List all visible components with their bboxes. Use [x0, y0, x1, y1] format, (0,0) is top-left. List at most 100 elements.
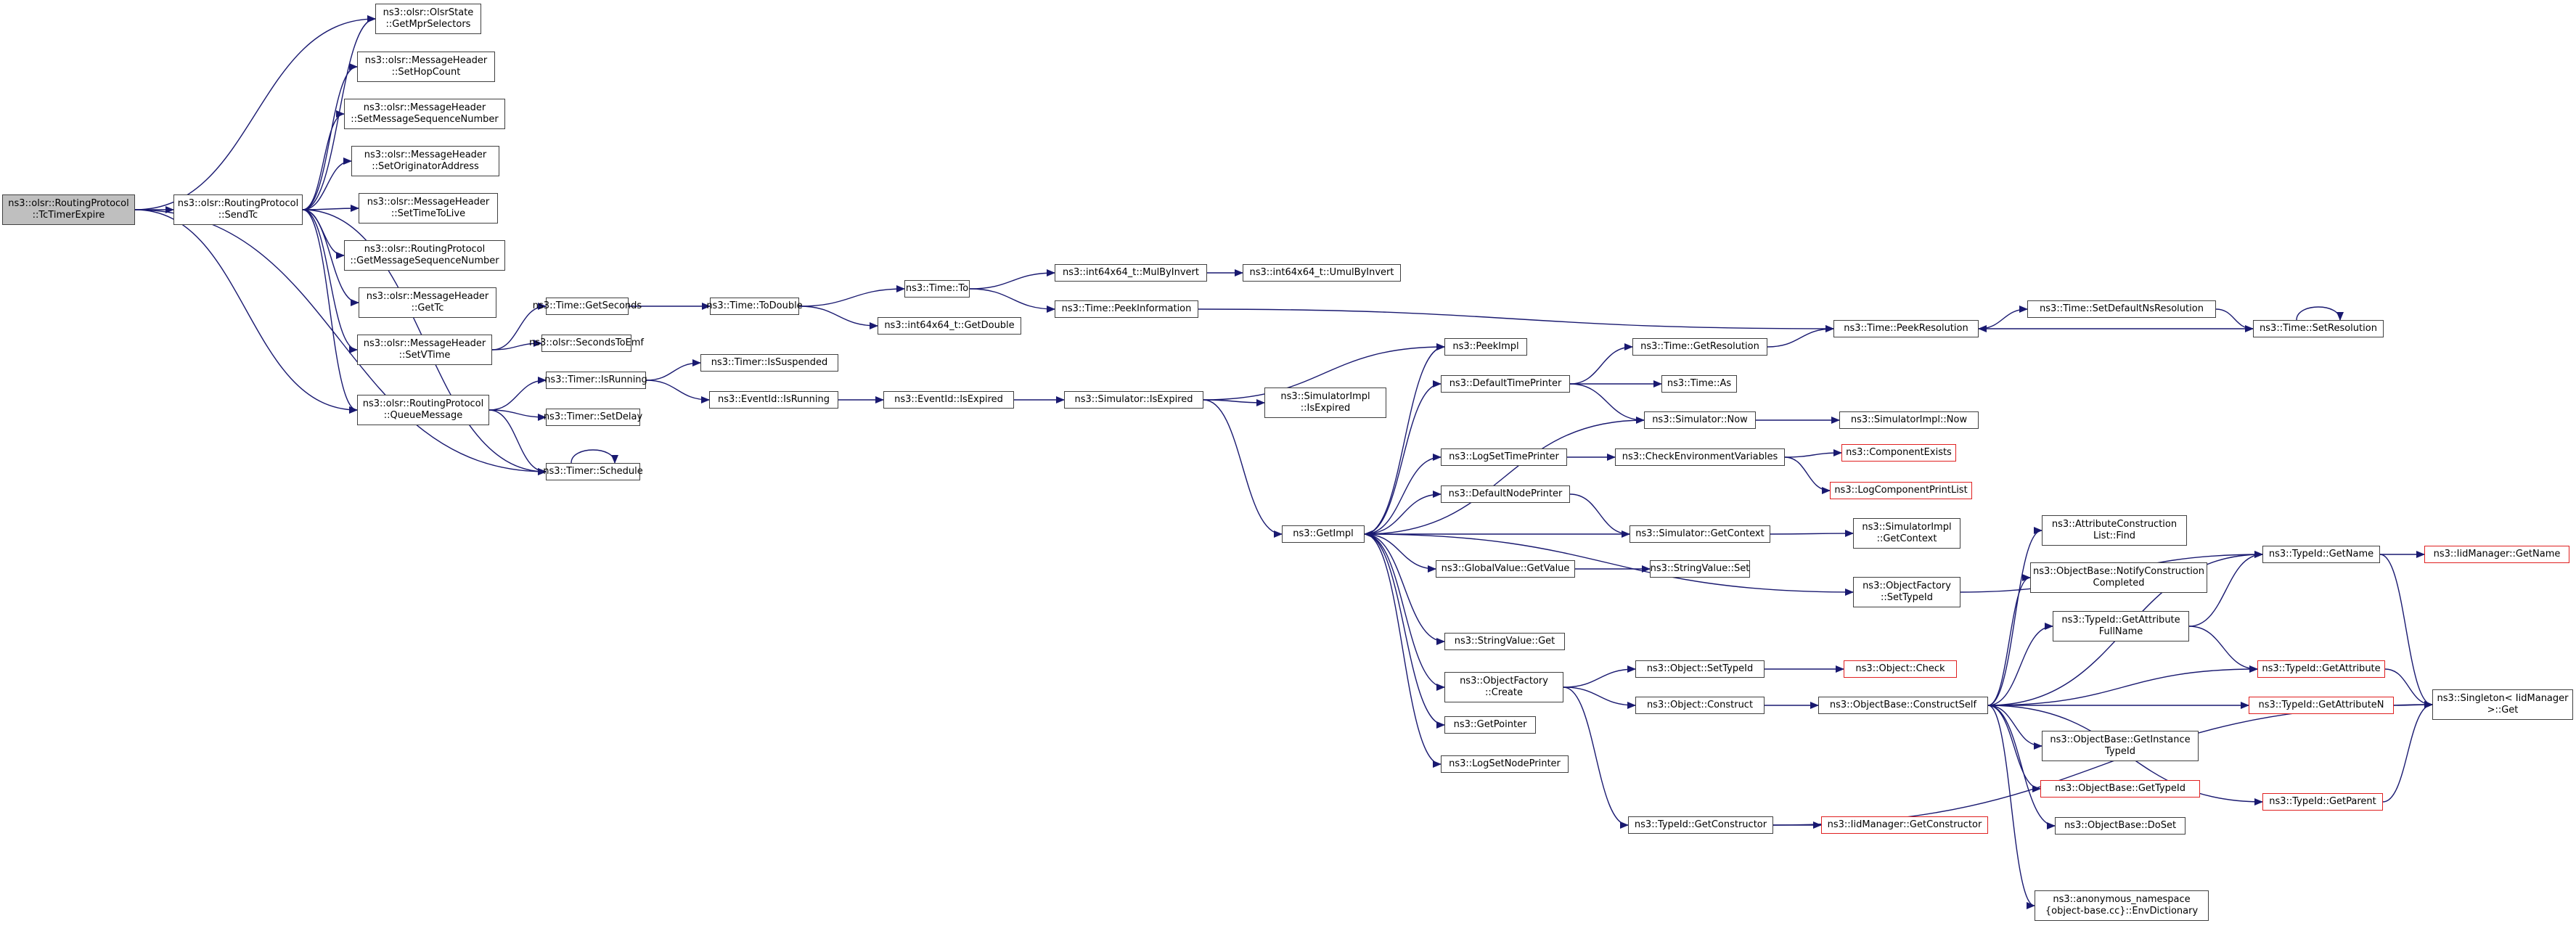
- node-umulbyinvert[interactable]: ns3::int64x64_t::UmulByInvert: [1243, 264, 1401, 282]
- node-simimplnow[interactable]: ns3::SimulatorImpl::Now: [1839, 411, 1979, 429]
- node-label: List::Find: [2093, 530, 2136, 541]
- node-int64getdouble[interactable]: ns3::int64x64_t::GetDouble: [878, 317, 1021, 335]
- node-envdict[interactable]: ns3::anonymous_namespace{object-base.cc}…: [2035, 890, 2209, 921]
- node-label: ns3::Timer::IsSuspended: [711, 357, 828, 368]
- node-checkenv[interactable]: ns3::CheckEnvironmentVariables: [1615, 448, 1785, 466]
- node-timerisrunning[interactable]: ns3::Timer::IsRunning: [544, 372, 647, 389]
- node-peekinfo[interactable]: ns3::Time::PeekInformation: [1055, 300, 1198, 318]
- node-objconstruct[interactable]: ns3::Object::Construct: [1635, 697, 1765, 714]
- edge-constructself-to-envdict: [1987, 705, 2035, 909]
- node-setdelay[interactable]: ns3::Timer::SetDelay: [544, 409, 642, 426]
- node-getseconds[interactable]: ns3::Time::GetSeconds: [533, 298, 642, 315]
- node-deftimeprinter[interactable]: ns3::DefaultTimePrinter: [1441, 375, 1570, 393]
- node-objsettypeid[interactable]: ns3::Object::SetTypeId: [1635, 660, 1765, 678]
- edge-getattrfull-to-typeidgetname: [2188, 551, 2263, 627]
- node-simimplisexpired[interactable]: ns3::SimulatorImpl::IsExpired: [1264, 388, 1386, 418]
- edge-getimpl-to-peekimpl: [1364, 343, 1445, 535]
- node-logsetnode[interactable]: ns3::LogSetNodePrinter: [1441, 755, 1569, 773]
- node-eventisexpired[interactable]: ns3::EventId::IsExpired: [883, 391, 1014, 409]
- node-sendtc[interactable]: ns3::olsr::RoutingProtocol::SendTc: [173, 194, 303, 225]
- node-dofree[interactable]: ns3::ObjectBase::DoSet: [2055, 817, 2185, 835]
- node-label: ns3::Time::PeekInformation: [1061, 303, 1192, 314]
- node-simgetcontext[interactable]: ns3::Simulator::GetContext: [1630, 525, 1770, 543]
- node-typeidgetparent[interactable]: ns3::TypeId::GetParent: [2262, 793, 2383, 811]
- node-setorig[interactable]: ns3::olsr::MessageHeader::SetOriginatorA…: [351, 146, 499, 176]
- edge-getimpl-to-deftimeprinter: [1364, 380, 1442, 535]
- node-gvgetvalue[interactable]: ns3::GlobalValue::GetValue: [1436, 560, 1575, 578]
- node-obgettypeid[interactable]: ns3::ObjectBase::GetTypeId: [2040, 780, 2200, 798]
- node-simnow[interactable]: ns3::Simulator::Now: [1644, 411, 1756, 429]
- edge-timerisrunning-to-issuspended: [645, 359, 701, 381]
- node-iidgetctor[interactable]: ns3::IidManager::GetConstructor: [1821, 816, 1988, 834]
- node-mulbyinvert[interactable]: ns3::int64x64_t::MulByInvert: [1055, 264, 1207, 282]
- node-typeidgetattr[interactable]: ns3::TypeId::GetAttribute: [2257, 660, 2385, 678]
- node-getimpl[interactable]: ns3::GetImpl: [1282, 525, 1365, 543]
- node-label: ::GetContext: [1876, 533, 1937, 544]
- node-logcomplist[interactable]: ns3::LogComponentPrintList: [1830, 482, 1972, 499]
- edge-schedule-to-schedule: [571, 449, 618, 464]
- node-label: ns3::TypeId::GetAttributeN: [2258, 700, 2384, 710]
- node-label: ns3::Simulator::IsExpired: [1074, 394, 1193, 405]
- node-typeidgetname[interactable]: ns3::TypeId::GetName: [2262, 546, 2380, 563]
- edge-simisexpired-to-getimpl: [1203, 399, 1283, 538]
- edge-constructself-to-attrconstfind: [1987, 527, 2043, 706]
- node-label: ::SetMessageSequenceNumber: [351, 114, 499, 125]
- node-timeas[interactable]: ns3::Time::As: [1661, 375, 1737, 393]
- node-setres[interactable]: ns3::Time::SetResolution: [2253, 320, 2384, 337]
- node-schedule[interactable]: ns3::Timer::Schedule: [543, 463, 643, 480]
- node-ofcreate[interactable]: ns3::ObjectFactory::Create: [1444, 672, 1563, 702]
- node-getpointer[interactable]: ns3::GetPointer: [1444, 716, 1536, 734]
- node-label: ns3::StringValue::Get: [1454, 636, 1555, 647]
- node-peekimpl[interactable]: ns3::PeekImpl: [1444, 338, 1527, 356]
- edge-setdefns-to-setres: [2215, 308, 2254, 332]
- node-eventisrunning[interactable]: ns3::EventId::IsRunning: [709, 391, 838, 409]
- node-ofsettypeid[interactable]: ns3::ObjectFactory::SetTypeId: [1853, 577, 1960, 607]
- node-svget[interactable]: ns3::StringValue::Get: [1444, 633, 1565, 650]
- node-timeto[interactable]: ns3::Time::To: [904, 280, 970, 298]
- node-setvtime[interactable]: ns3::olsr::MessageHeader::SetVTime: [357, 335, 492, 365]
- node-logsettime[interactable]: ns3::LogSetTimePrinter: [1441, 448, 1567, 466]
- node-sethop[interactable]: ns3::olsr::MessageHeader::SetHopCount: [357, 52, 495, 82]
- edge-checkenv-to-compexists: [1784, 449, 1842, 458]
- node-label: ns3::olsr::MessageHeader: [363, 338, 486, 349]
- node-defnodeprinter[interactable]: ns3::DefaultNodePrinter: [1441, 485, 1570, 503]
- node-setttl[interactable]: ns3::olsr::MessageHeader::SetTimeToLive: [359, 193, 498, 224]
- node-setdefns[interactable]: ns3::Time::SetDefaultNsResolution: [2027, 300, 2216, 318]
- node-constructself[interactable]: ns3::ObjectBase::ConstructSelf: [1818, 697, 1988, 714]
- node-simimplgetcontext[interactable]: ns3::SimulatorImpl::GetContext: [1853, 518, 1960, 549]
- node-getmsgseq[interactable]: ns3::olsr::RoutingProtocol::GetMessageSe…: [344, 240, 505, 271]
- node-label: FullName: [2098, 626, 2143, 637]
- node-secondstoemf[interactable]: ns3::olsr::SecondsToEmf: [529, 335, 644, 352]
- node-objcheck[interactable]: ns3::Object::Check: [1844, 660, 1957, 678]
- node-simisexpired[interactable]: ns3::Simulator::IsExpired: [1064, 391, 1203, 409]
- node-label: ns3::Time::SetResolution: [2260, 323, 2377, 334]
- node-issuspended[interactable]: ns3::Timer::IsSuspended: [700, 354, 838, 372]
- node-root[interactable]: ns3::olsr::RoutingProtocol::TcTimerExpir…: [2, 194, 135, 225]
- node-svset[interactable]: ns3::StringValue::Set: [1650, 560, 1750, 578]
- node-setmsgseq[interactable]: ns3::olsr::MessageHeader::SetMessageSequ…: [344, 99, 505, 129]
- edge-setres-to-setres: [2296, 306, 2344, 321]
- node-getresolution[interactable]: ns3::Time::GetResolution: [1632, 338, 1767, 356]
- node-compexists[interactable]: ns3::ComponentExists: [1841, 444, 1956, 462]
- node-label: ns3::SimulatorImpl::Now: [1850, 414, 1968, 425]
- node-peekres[interactable]: ns3::Time::PeekResolution: [1833, 320, 1979, 337]
- node-label: ns3::int64x64_t::UmulByInvert: [1249, 267, 1394, 278]
- node-gettc[interactable]: ns3::olsr::MessageHeader::GetTc: [359, 287, 496, 318]
- node-queue[interactable]: ns3::olsr::RoutingProtocol::QueueMessage: [357, 395, 489, 425]
- node-label: ns3::Time::To: [905, 283, 969, 294]
- node-todouble[interactable]: ns3::Time::ToDouble: [706, 298, 803, 315]
- node-singleton[interactable]: ns3::Singleton< IidManager>::Get: [2432, 689, 2573, 720]
- node-label: ns3::TypeId::GetConstructor: [1634, 819, 1767, 830]
- node-getmpr[interactable]: ns3::olsr::OlsrState::GetMprSelectors: [375, 4, 481, 34]
- node-typeidgetattrn[interactable]: ns3::TypeId::GetAttributeN: [2249, 697, 2394, 714]
- edge-sendtc-to-sethop: [302, 63, 358, 210]
- node-typeidgetctor[interactable]: ns3::TypeId::GetConstructor: [1628, 816, 1773, 834]
- node-label: ns3::anonymous_namespace: [2053, 894, 2191, 905]
- node-iidgetname[interactable]: ns3::IidManager::GetName: [2424, 546, 2569, 563]
